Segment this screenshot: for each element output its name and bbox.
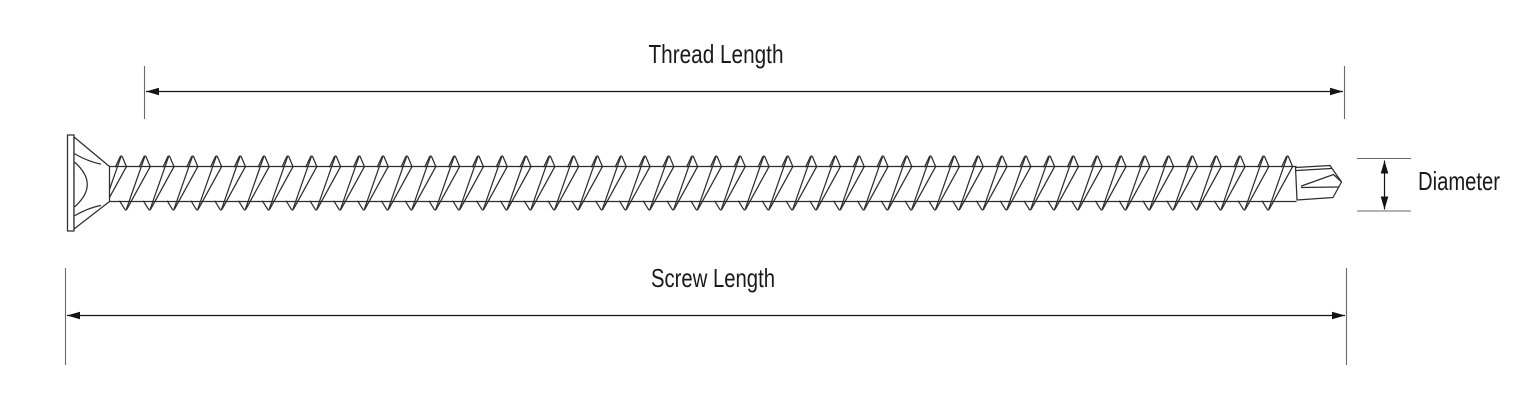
screw-threads xyxy=(110,155,1294,211)
screw-drill-point xyxy=(1294,164,1343,201)
diameter-label: Diameter xyxy=(1418,166,1500,196)
dimension-screw-length xyxy=(64,268,1348,365)
thread-length-label: Thread Length xyxy=(649,39,784,69)
dimension-annotations xyxy=(64,66,1411,365)
screw-head xyxy=(66,134,111,232)
dimension-thread-length xyxy=(143,66,1346,119)
dimension-diameter xyxy=(1357,157,1411,212)
screw-illustration xyxy=(66,134,1343,232)
screw-length-label: Screw Length xyxy=(651,263,775,293)
